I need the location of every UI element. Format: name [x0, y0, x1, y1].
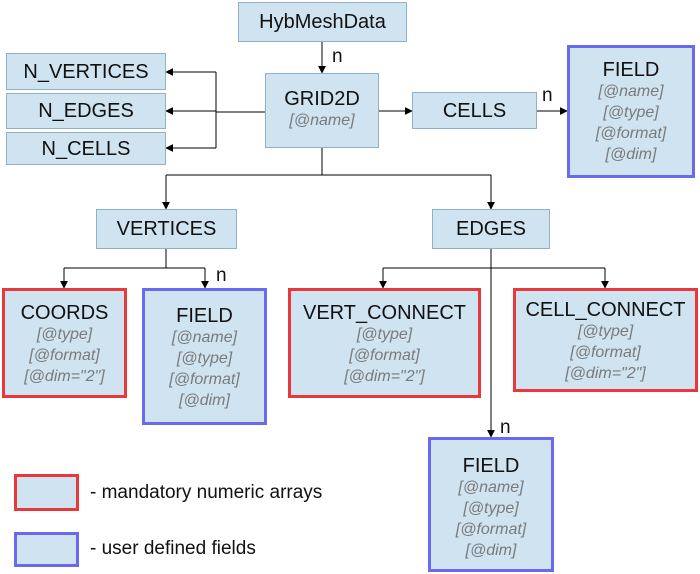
node-cell-connect-attr-format: [@format]	[570, 344, 641, 361]
node-field-edges-title: FIELD	[462, 455, 520, 477]
node-cells: CELLS	[412, 92, 537, 129]
node-field-edges-attr-dim: [@dim]	[465, 542, 517, 559]
node-coords-attr-type: [@type]	[36, 326, 93, 343]
node-vertices: VERTICES	[96, 209, 237, 249]
node-field-cells-attr-name: [@name]	[598, 83, 664, 100]
node-field-vertices-attr-name: [@name]	[171, 329, 238, 346]
node-field-edges-attr-name: [@name]	[458, 479, 524, 496]
node-field-cells-attr-format: [@format]	[595, 125, 667, 142]
node-n-cells-title: N_CELLS	[41, 137, 131, 160]
node-cell-connect-title: CELL_CONNECT	[525, 299, 686, 321]
node-cells-title: CELLS	[442, 99, 507, 122]
node-n-edges: N_EDGES	[6, 93, 166, 129]
node-coords-attr-format: [@format]	[29, 347, 100, 364]
node-vert-connect-attr-format: [@format]	[349, 347, 420, 364]
legend-mandatory-swatch	[14, 474, 79, 511]
node-grid2d: GRID2D [@name]	[265, 73, 379, 148]
node-field-vertices-attr-type: [@type]	[176, 350, 233, 367]
node-field-vertices-attr-format: [@format]	[169, 371, 240, 388]
node-cell-connect-attr-type: [@type]	[577, 323, 634, 340]
node-field-cells-attr-type: [@type]	[603, 104, 659, 121]
node-edges-title: EDGES	[455, 218, 527, 240]
node-cell-connect-attr-dim: [@dim="2"]	[565, 365, 646, 382]
multiplicity-vertices-field: n	[216, 265, 227, 286]
legend-user-label: - user defined fields	[90, 538, 256, 559]
node-field-vertices-title: FIELD	[176, 305, 233, 327]
node-field-cells-attr-dim: [@dim]	[605, 146, 657, 163]
node-field-vertices-attr-dim: [@dim]	[179, 392, 230, 409]
multiplicity-edges-field: n	[500, 417, 511, 438]
node-grid2d-attr-name: [@name]	[289, 112, 355, 129]
node-field-edges: FIELD [@name] [@type] [@format] [@dim]	[428, 437, 554, 572]
node-hybmeshdata-title: HybMeshData	[259, 11, 386, 33]
node-hybmeshdata: HybMeshData	[238, 2, 407, 42]
multiplicity-hyb-grid2d: n	[332, 46, 343, 67]
node-vert-connect-title: VERT_CONNECT	[303, 302, 466, 324]
node-cell-connect: CELL_CONNECT [@type] [@format] [@dim="2"…	[513, 288, 698, 392]
node-field-edges-attr-type: [@type]	[463, 500, 519, 517]
node-field-edges-attr-format: [@format]	[455, 521, 527, 538]
node-vert-connect-attr-type: [@type]	[356, 326, 413, 343]
multiplicity-cells-field: n	[542, 85, 553, 106]
node-n-vertices: N_VERTICES	[6, 53, 166, 90]
node-field-cells: FIELD [@name] [@type] [@format] [@dim]	[567, 45, 695, 178]
node-n-vertices-title: N_VERTICES	[23, 60, 149, 83]
node-coords-title: COORDS	[20, 302, 109, 324]
node-vertices-title: VERTICES	[116, 218, 217, 240]
node-grid2d-title: GRID2D	[284, 88, 360, 110]
legend-user-swatch	[14, 532, 79, 567]
node-coords: COORDS [@type] [@format] [@dim="2"]	[2, 288, 127, 398]
node-field-cells-title: FIELD	[602, 59, 660, 81]
node-vert-connect: VERT_CONNECT [@type] [@format] [@dim="2"…	[288, 288, 481, 398]
node-n-edges-title: N_EDGES	[38, 100, 134, 122]
node-coords-attr-dim: [@dim="2"]	[24, 368, 105, 385]
node-vert-connect-attr-dim: [@dim="2"]	[344, 368, 425, 385]
node-edges: EDGES	[432, 209, 550, 249]
node-n-cells: N_CELLS	[6, 132, 166, 165]
legend-mandatory-label: - mandatory numeric arrays	[90, 482, 323, 503]
node-field-vertices: FIELD [@name] [@type] [@format] [@dim]	[142, 288, 267, 425]
